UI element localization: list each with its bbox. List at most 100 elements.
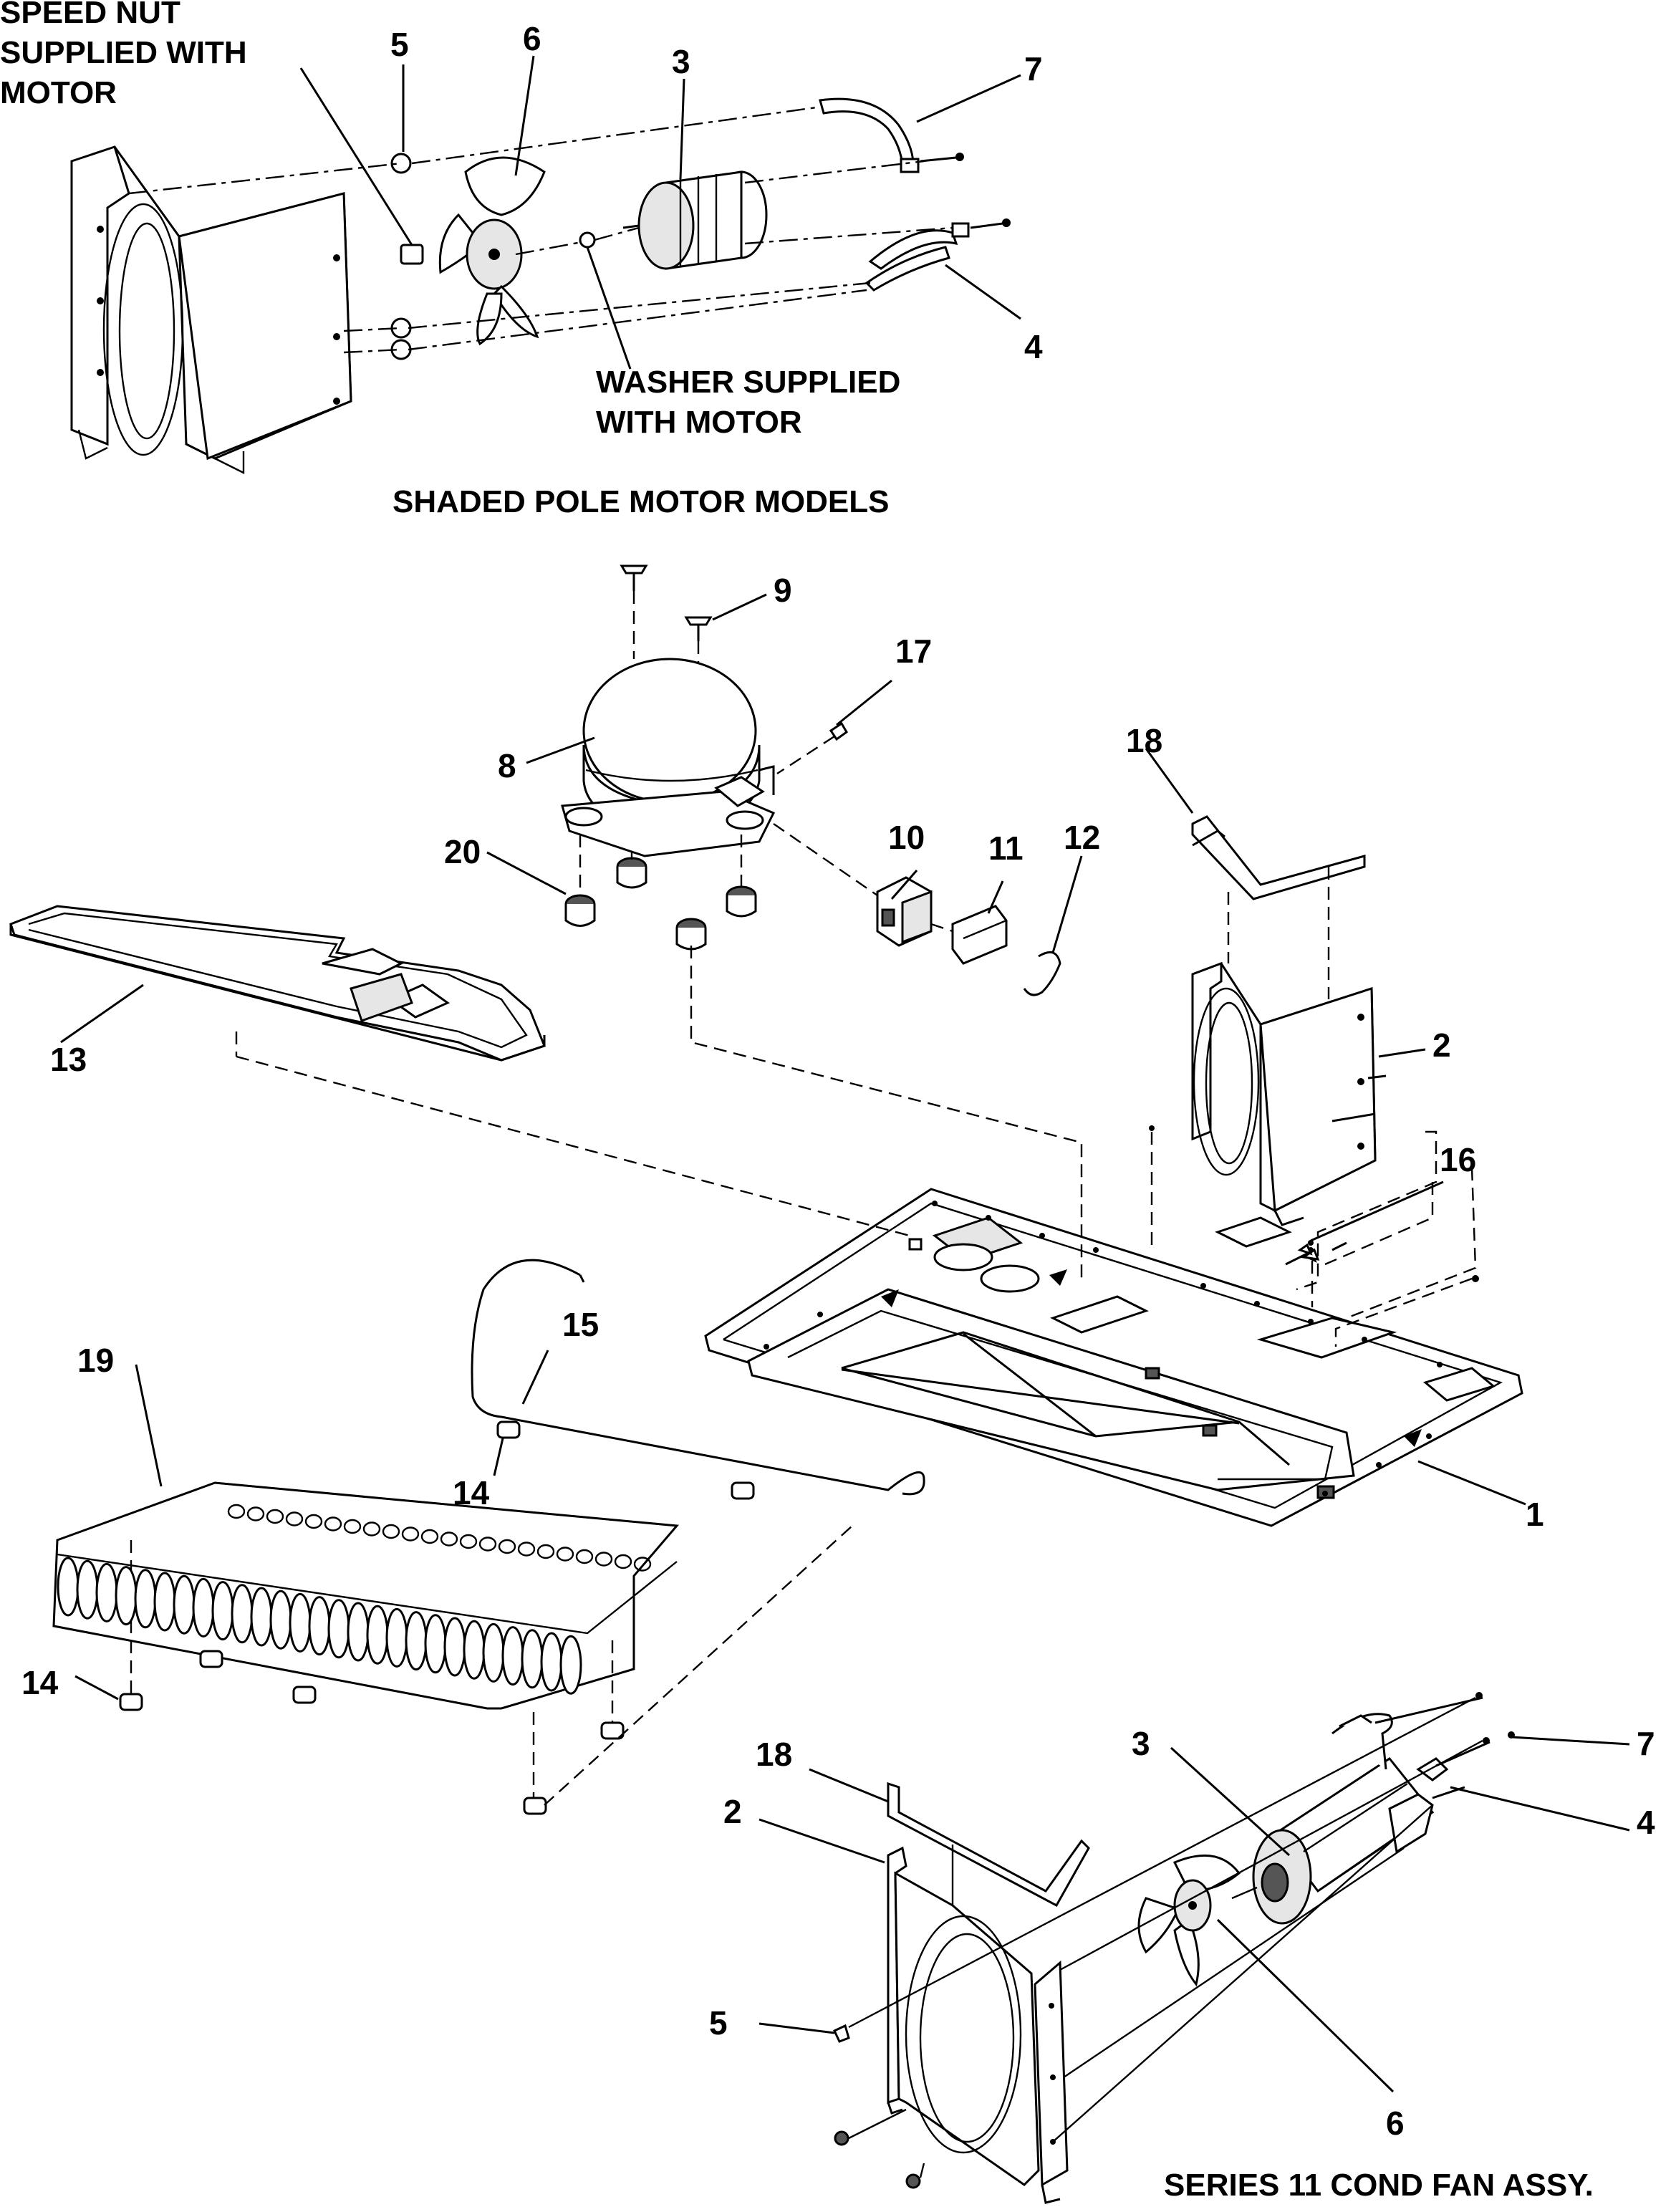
fan-blade-top xyxy=(438,156,546,346)
drain-tube-part xyxy=(471,1259,925,1496)
process-plug-part xyxy=(829,721,848,741)
fan-motor-top xyxy=(622,170,768,270)
speed-nut-note: SPEED NUT SUPPLIED WITH MOTOR xyxy=(0,0,256,110)
coil-loop-top xyxy=(459,1534,478,1549)
coil-loop-top xyxy=(401,1526,420,1542)
coil-loop xyxy=(134,1569,157,1629)
baffle-part-top xyxy=(1191,815,1366,900)
compressor-part xyxy=(561,658,776,857)
motor-bracket-lower xyxy=(865,218,1011,292)
callout-17: 17 xyxy=(895,633,932,670)
coil-loop xyxy=(501,1626,524,1686)
coil-loop-top xyxy=(536,1544,555,1559)
speed-nut-note-line2: SUPPLIED WITH xyxy=(0,35,247,70)
coil-loop-top xyxy=(382,1524,400,1539)
callout-4-top: 4 xyxy=(1024,328,1043,365)
coil-loop xyxy=(153,1572,176,1632)
fan-motor-bottom xyxy=(1231,1756,1435,1925)
coil-loop xyxy=(521,1629,544,1689)
coil-loop-top xyxy=(594,1552,613,1567)
coil-loop-top xyxy=(517,1542,536,1557)
callout-15: 15 xyxy=(562,1306,599,1343)
coil-loop-top xyxy=(304,1514,323,1529)
overload-part xyxy=(951,905,1008,965)
coil-loop xyxy=(385,1607,408,1668)
coil-loop xyxy=(173,1574,196,1635)
coil-loop xyxy=(250,1587,273,1647)
coil-loop xyxy=(308,1596,331,1656)
callout-2-low: 2 xyxy=(723,1793,742,1830)
coil-loop xyxy=(463,1620,486,1680)
callout-20: 20 xyxy=(444,833,481,870)
compressor-group: 9 17 8 20 10 11 12 xyxy=(444,564,1100,996)
series11-title: SERIES 11 COND FAN ASSY. xyxy=(1164,2168,1594,2203)
coil-loop xyxy=(366,1605,389,1665)
coil-loop-top xyxy=(440,1531,458,1547)
coil-loop-top xyxy=(614,1554,632,1569)
clip-part xyxy=(1023,951,1061,996)
coil-loop xyxy=(443,1617,466,1677)
coil-loop xyxy=(347,1602,370,1662)
callout-12: 12 xyxy=(1064,819,1100,856)
coil-loop-top xyxy=(420,1529,439,1544)
coil-loop-top xyxy=(498,1539,516,1554)
callout-7-low: 7 xyxy=(1637,1725,1655,1762)
callout-14-low: 14 xyxy=(21,1664,59,1701)
coil-loop xyxy=(327,1599,350,1659)
coil-loop xyxy=(57,1557,80,1617)
callout-4-low: 4 xyxy=(1637,1804,1655,1841)
coil-loop-top xyxy=(343,1519,362,1534)
fan-shroud-bottom xyxy=(887,1846,1069,2204)
coil-loop xyxy=(482,1622,505,1683)
coil-loop xyxy=(115,1566,138,1626)
coil-loop xyxy=(231,1584,254,1644)
fan-shroud-top xyxy=(70,145,352,474)
washer-note-line2: WITH MOTOR xyxy=(596,405,802,440)
callout-5-top: 5 xyxy=(390,26,409,63)
coil-loop xyxy=(211,1581,234,1641)
coil-loop-top xyxy=(324,1516,342,1531)
callout-7-top: 7 xyxy=(1024,50,1043,87)
coil-loop xyxy=(540,1632,563,1692)
callout-6-low: 6 xyxy=(1386,2105,1405,2142)
coil-loop-top xyxy=(362,1521,381,1537)
base-pan-part: 1 16 xyxy=(236,946,1544,1533)
fan-shroud-right: 18 2 xyxy=(1126,722,1451,1226)
coil-loop xyxy=(269,1590,292,1650)
shaded-pole-title: SHADED POLE MOTOR MODELS xyxy=(392,484,889,519)
callout-19: 19 xyxy=(77,1342,114,1379)
coil-loop-top xyxy=(266,1509,284,1524)
callout-5-low: 5 xyxy=(709,2004,728,2042)
motor-bracket-upper xyxy=(819,97,964,173)
speed-nut-note-line1: SPEED NUT xyxy=(0,0,180,30)
washer-part xyxy=(579,231,596,249)
callout-13: 13 xyxy=(50,1041,87,1078)
baffle-part-bottom xyxy=(887,1781,1090,1908)
coil-loop xyxy=(76,1559,99,1620)
washer-note-line1: WASHER SUPPLIED xyxy=(596,365,900,400)
coil-loop xyxy=(559,1635,582,1695)
coil-loop-top xyxy=(556,1547,574,1562)
coil-loop-top xyxy=(478,1537,497,1552)
callout-1: 1 xyxy=(1526,1496,1544,1533)
condenser-coil-loops xyxy=(57,1504,652,1695)
grommet-parts xyxy=(564,835,757,951)
series11-assembly: 18 2 5 xyxy=(709,1692,1655,2204)
coil-loop-top xyxy=(285,1511,304,1526)
coil-loop xyxy=(95,1562,118,1622)
relay-part xyxy=(876,876,933,947)
callout-9: 9 xyxy=(774,572,792,609)
callout-11: 11 xyxy=(988,830,1024,867)
callout-3-top: 3 xyxy=(672,43,690,80)
callout-16: 16 xyxy=(1440,1141,1476,1178)
coil-loop-top xyxy=(633,1557,652,1572)
callout-8: 8 xyxy=(498,747,516,784)
coil-loop xyxy=(192,1577,215,1638)
callout-3-low: 3 xyxy=(1132,1725,1150,1762)
coil-loop xyxy=(405,1611,428,1671)
callout-18-low: 18 xyxy=(756,1736,792,1773)
coil-loop-top xyxy=(227,1504,246,1519)
coil-loop xyxy=(424,1614,447,1674)
callout-10: 10 xyxy=(888,819,925,856)
